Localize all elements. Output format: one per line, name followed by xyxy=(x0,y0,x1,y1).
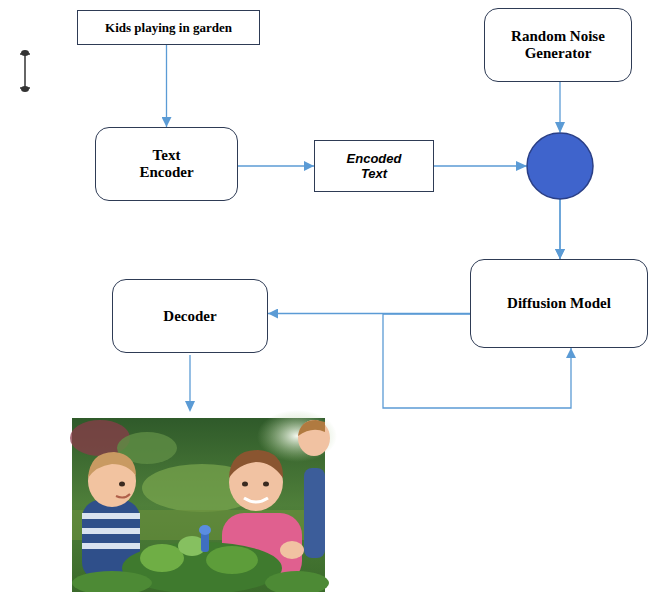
process-box: Random Noise Generator xyxy=(484,8,632,82)
node-label: Random Noise Generator xyxy=(498,28,618,62)
node-label: Decoder xyxy=(163,308,216,325)
flow-arrow xyxy=(166,45,167,127)
arrow-head xyxy=(516,161,527,171)
output-arrow xyxy=(189,355,190,402)
process-box: Decoder xyxy=(112,279,268,353)
prompt-box: Kids playing in garden xyxy=(77,10,260,45)
flow-arrow xyxy=(238,165,314,166)
data-box: Encoded Text xyxy=(314,140,434,192)
node-label: Text Encoder xyxy=(127,147,207,181)
cursor-icon xyxy=(20,50,30,92)
process-box: Text Encoder xyxy=(95,127,238,201)
generated-image xyxy=(70,410,337,592)
arrow-head xyxy=(555,122,565,133)
arrow-head xyxy=(185,401,195,412)
node-label: Diffusion Model xyxy=(507,295,611,312)
node-label: Kids playing in garden xyxy=(105,20,232,36)
node-label: Encoded Text xyxy=(338,151,410,181)
process-box: Diffusion Model xyxy=(470,259,648,348)
combine-circle xyxy=(527,133,593,199)
